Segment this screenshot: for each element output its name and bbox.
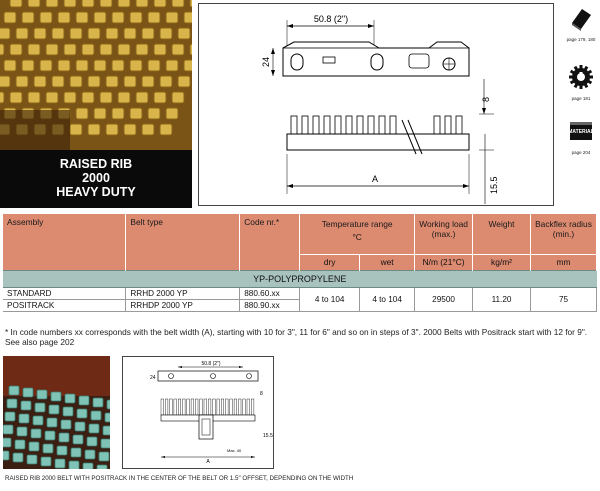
dim-height-label: 24: [261, 57, 271, 67]
bottom-dim-width: A: [206, 459, 210, 465]
col-weight: Weight: [472, 214, 531, 254]
page-ref-sprocket[interactable]: page 181: [563, 64, 599, 101]
footnote: * In code numbers xx corresponds with th…: [5, 327, 588, 347]
page-ref-belt[interactable]: page 179, 180: [563, 5, 599, 42]
col-temp-unit: °C: [352, 232, 362, 242]
cell-temp-dry: 4 to 104: [299, 287, 361, 312]
col-weight-unit: kg/m²: [472, 253, 531, 270]
product-title-block: RAISED RIB 2000 HEAVY DUTY: [0, 150, 192, 208]
table-row: POSITRACK RRHDP 2000 YP 880.90.xx: [3, 299, 597, 312]
cell-load: 29500: [414, 287, 474, 312]
row-code: 880.90.xx: [239, 299, 301, 312]
col-backflex-unit: mm: [530, 253, 598, 270]
bottom-dim-max: Max. 40: [227, 448, 242, 453]
page-ref-sprocket-label: page 181: [571, 96, 591, 101]
product-title-line2: 2000: [82, 171, 110, 185]
col-temp-label: Temperature range: [321, 219, 393, 229]
cell-weight: 11.20: [472, 287, 531, 312]
dim-total-label: 15.5: [489, 176, 499, 194]
table-row: STANDARD RRHD 2000 YP 880.60.xx 4 to 104…: [3, 287, 598, 312]
col-load: Working load (max.): [414, 214, 474, 254]
col-temp-dry: dry: [299, 253, 361, 270]
cell-backflex: 75: [530, 287, 598, 312]
page-ref-belt-label: page 179, 180: [566, 37, 596, 42]
row-code: 880.60.xx: [239, 287, 301, 300]
material-row: YP-POLYPROPYLENE: [3, 269, 597, 288]
col-backflex: Backflex radius (min.): [530, 214, 598, 254]
material-icon: MATERIAL: [568, 122, 594, 140]
technical-drawing-positrack: 50.8 (2") 24 8 15.5 A Max. 40: [122, 356, 274, 469]
belt-photo-yellow: [0, 0, 192, 150]
col-temp: Temperature range °C: [299, 214, 416, 254]
photo-caption: RAISED RIB 2000 BELT WITH POSITRACK IN T…: [5, 475, 354, 482]
dim-pitch-label: 50.8 (2"): [314, 14, 348, 24]
dim-width-label: A: [372, 174, 378, 184]
col-temp-wet: wet: [359, 253, 416, 270]
sprocket-icon: [569, 65, 593, 89]
row-belt-type: RRHD 2000 YP: [125, 287, 241, 300]
belt-photo-green: [3, 356, 110, 469]
bottom-dim-total: 15.5: [263, 433, 273, 439]
dim-rib-label: 8: [481, 97, 491, 102]
product-title-line3: HEAVY DUTY: [56, 185, 136, 199]
bottom-dim-height: 24: [150, 375, 156, 381]
page-ref-material-label: page 204: [571, 150, 591, 155]
belt-module-icon: [568, 5, 594, 31]
page-ref-material[interactable]: MATERIAL page 204: [563, 118, 599, 155]
col-load-unit: N/m (21°C): [414, 253, 474, 270]
col-assembly: Assembly: [3, 214, 127, 270]
product-title-line1: RAISED RIB: [59, 157, 133, 171]
col-belt-type: Belt type: [125, 214, 241, 270]
material-icon-text: MATERIAL: [568, 129, 593, 135]
cell-temp-wet: 4 to 104: [359, 287, 416, 312]
row-belt-type: RRHDP 2000 YP: [125, 299, 241, 312]
col-code: Code nr.*: [239, 214, 301, 270]
row-assembly: STANDARD: [3, 287, 127, 300]
bottom-dim-rib: 8: [260, 391, 263, 397]
bottom-dim-pitch: 50.8 (2"): [201, 361, 220, 367]
row-assembly: POSITRACK: [3, 299, 127, 312]
spec-table: Assembly Belt type Code nr.* Temperature…: [3, 214, 598, 312]
technical-drawing-top: 50.8 (2") 24 8 15.5: [198, 3, 554, 206]
